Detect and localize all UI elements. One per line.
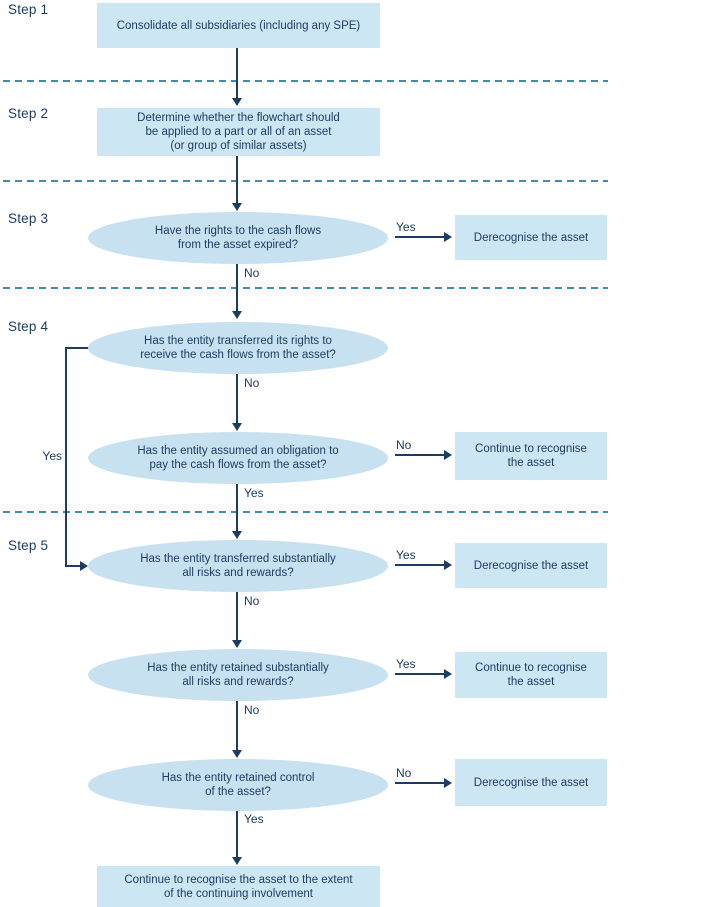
- step-label-1: Step 1: [8, 2, 49, 17]
- connector-no-transferred-rights: [236, 374, 238, 423]
- connector-no-retained-risks: [236, 701, 238, 750]
- arrowhead-down-icon: [232, 857, 242, 865]
- edge-label-no: No: [244, 703, 260, 717]
- step-label-2: Step 2: [8, 106, 49, 121]
- decision-rights-expired-text: Have the rights to the cash flows from t…: [154, 225, 322, 251]
- step-divider-3: [3, 287, 608, 289]
- process-box-consolidate: Consolidate all subsidiaries (including …: [97, 3, 380, 48]
- outcome-derecognise-2-text: Derecognise the asset: [473, 559, 589, 572]
- edge-label-yes: Yes: [396, 220, 416, 234]
- decision-transferred-rights: Has the entity transferred its rights to…: [88, 322, 388, 374]
- decision-retained-risks-text: Has the entity retained substantially al…: [147, 662, 329, 688]
- process-box-determine-text: Determine whether the flowchart should b…: [137, 112, 340, 152]
- edge-label-yes: Yes: [42, 449, 62, 463]
- connector-no-retained-control: [395, 782, 444, 784]
- connector-box1-box2: [236, 48, 238, 99]
- outcome-continue-recognise-2-text: Continue to recognise the asset: [475, 662, 587, 688]
- outcome-continue-recognise-1: Continue to recognise the asset: [455, 432, 607, 480]
- arrowhead-down-icon: [232, 750, 242, 758]
- step-divider-4: [3, 511, 608, 513]
- connector-box2-rights-expired: [236, 156, 238, 203]
- outcome-derecognise-3: Derecognise the asset: [455, 759, 607, 806]
- arrowhead-down-icon: [232, 423, 242, 431]
- process-box-consolidate-text: Consolidate all subsidiaries (including …: [116, 19, 361, 32]
- step-divider-1: [3, 80, 608, 82]
- decision-transferred-rights-text: Has the entity transferred its rights to…: [140, 335, 336, 361]
- arrowhead-down-icon: [232, 203, 242, 211]
- edge-label-no: No: [244, 376, 260, 390]
- outcome-derecognise-3-text: Derecognise the asset: [473, 776, 589, 789]
- decision-transferred-risks-text: Has the entity transferred substantially…: [140, 553, 336, 579]
- connector-yes-retained-risks: [395, 673, 444, 675]
- decision-assumed-obligation: Has the entity assumed an obligation to …: [88, 432, 388, 484]
- connector-yes-loop-vertical: [65, 347, 67, 567]
- decision-assumed-obligation-text: Has the entity assumed an obligation to …: [137, 445, 339, 471]
- connector-yes-transferred-risks: [395, 564, 444, 566]
- outcome-derecognise-1-text: Derecognise the asset: [473, 231, 589, 244]
- decision-retained-control: Has the entity retained control of the a…: [88, 759, 388, 811]
- connector-yes-loop-top: [65, 347, 90, 349]
- outcome-derecognise-2: Derecognise the asset: [455, 543, 607, 588]
- process-box-determine: Determine whether the flowchart should b…: [97, 108, 380, 156]
- connector-no-rights-expired: [236, 264, 238, 311]
- connector-no-transferred-risks: [236, 592, 238, 640]
- arrowhead-right-icon: [80, 561, 88, 571]
- outcome-continue-recognise-1-text: Continue to recognise the asset: [475, 443, 587, 469]
- process-box-continue-extent: Continue to recognise the asset to the e…: [97, 866, 380, 907]
- arrowhead-down-icon: [232, 640, 242, 648]
- arrowhead-right-icon: [444, 560, 452, 570]
- edge-label-yes: Yes: [396, 657, 416, 671]
- arrowhead-right-icon: [444, 450, 452, 460]
- arrowhead-down-icon: [232, 311, 242, 319]
- edge-label-no: No: [244, 594, 260, 608]
- connector-yes-retained-control: [236, 811, 238, 857]
- step-label-3: Step 3: [8, 211, 49, 226]
- edge-label-yes: Yes: [396, 548, 416, 562]
- edge-label-yes: Yes: [244, 486, 264, 500]
- connector-yes-rights-expired: [395, 236, 444, 238]
- decision-rights-expired: Have the rights to the cash flows from t…: [88, 212, 388, 264]
- edge-label-yes: Yes: [244, 812, 264, 826]
- outcome-derecognise-1: Derecognise the asset: [455, 215, 607, 260]
- decision-retained-control-text: Has the entity retained control of the a…: [161, 772, 315, 798]
- connector-no-assumed-obligation: [395, 454, 444, 456]
- step-label-5: Step 5: [8, 538, 49, 553]
- arrowhead-down-icon: [232, 531, 242, 539]
- arrowhead-right-icon: [444, 669, 452, 679]
- outcome-continue-recognise-2: Continue to recognise the asset: [455, 652, 607, 698]
- connector-yes-loop-bottom: [65, 565, 80, 567]
- edge-label-no: No: [396, 438, 412, 452]
- edge-label-no: No: [396, 766, 412, 780]
- arrowhead-down-icon: [232, 98, 242, 106]
- edge-label-no: No: [244, 266, 260, 280]
- process-box-continue-extent-text: Continue to recognise the asset to the e…: [124, 873, 353, 900]
- arrowhead-right-icon: [444, 232, 452, 242]
- step-label-4: Step 4: [8, 319, 49, 334]
- decision-transferred-risks: Has the entity transferred substantially…: [88, 540, 388, 592]
- connector-yes-assumed-obligation: [236, 484, 238, 531]
- decision-retained-risks: Has the entity retained substantially al…: [88, 649, 388, 701]
- step-divider-2: [3, 180, 608, 182]
- arrowhead-right-icon: [444, 778, 452, 788]
